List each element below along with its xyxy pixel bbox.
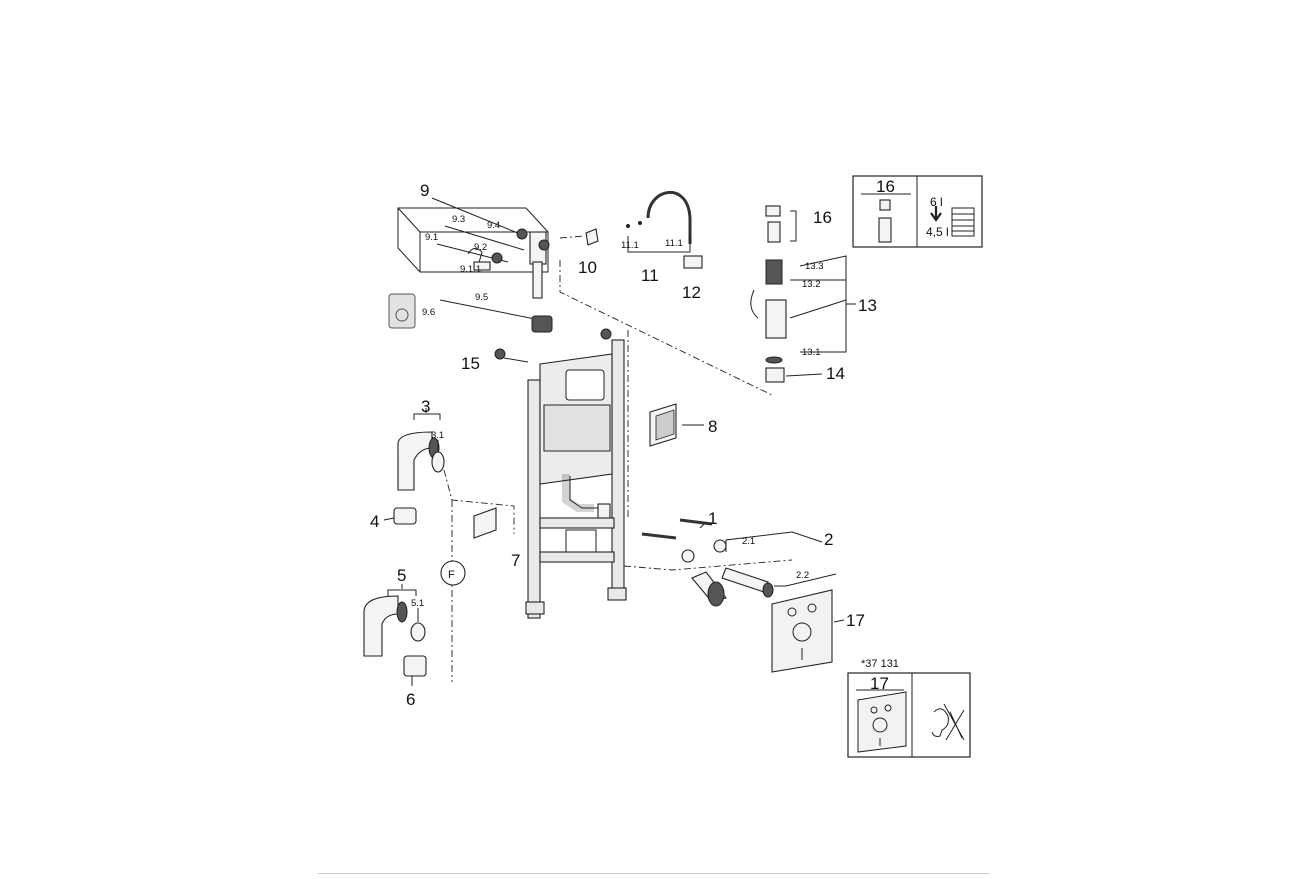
drain-connector-sleeve (473, 507, 497, 539)
inset-16-volume-full: 6 l (930, 195, 943, 209)
label-13: 13 (858, 296, 877, 315)
label-14: 14 (826, 364, 845, 383)
part-9-4-seal (516, 228, 528, 240)
label-5-1: 5.1 (411, 598, 424, 609)
label-9-3: 9.3 (452, 214, 465, 225)
part-13-3-spring (765, 259, 783, 285)
label-10: 10 (578, 258, 597, 277)
inset-16-title: 16 (876, 177, 895, 196)
part-5-1-seal (410, 622, 426, 642)
label-4: 4 (370, 512, 379, 531)
part-2-1-cap-b (713, 539, 727, 553)
label-12: 12 (682, 283, 701, 302)
part-9-5-cap (531, 315, 553, 333)
label-13-2: 13.2 (802, 279, 821, 290)
foot-right (607, 587, 627, 601)
arrow-down-icon (930, 206, 942, 222)
inset-17-title: 17 (870, 674, 889, 693)
flush-volume-inset (852, 175, 983, 248)
part-14-outlet (765, 367, 785, 383)
label-13-3: 13.3 (805, 261, 824, 272)
part-9-2-filter (491, 252, 503, 264)
part-1-bolt-upper (679, 518, 713, 526)
label-9: 9 (420, 181, 429, 200)
label-7: 7 (511, 551, 520, 570)
part-9-6-bag-contents (395, 308, 409, 322)
fill-valve-group (388, 197, 553, 333)
part-11-hose (646, 190, 692, 244)
wc-connection-group (623, 518, 845, 673)
label-3: 3 (421, 397, 430, 416)
installation-frame (494, 328, 629, 619)
frame-crossbar-bottom (539, 551, 615, 563)
part-8-actuator-frame (649, 403, 704, 447)
frame-left-post (527, 379, 541, 619)
part-9-1-1-plate (473, 261, 491, 271)
part-5-bend (363, 595, 399, 657)
label-15: 15 (461, 354, 480, 373)
label-2: 2 (824, 530, 833, 549)
label-13-1: 13.1 (802, 347, 821, 358)
drain-bend-90-group (363, 584, 427, 686)
inset-16-volume-eco: 4,5 l (926, 225, 949, 239)
part-2-2-pipe (721, 567, 769, 593)
label-9-5: 9.5 (475, 292, 488, 303)
frame-crossbar-top (539, 517, 615, 529)
label-9-1-1: 9.1.1 (460, 264, 481, 275)
label-9-1: 9.1 (425, 232, 438, 243)
part-15-anchor (494, 348, 506, 360)
flush-valve-group (559, 205, 856, 397)
label-11-1-b: 11.1 (665, 238, 683, 249)
drain-bend-group (383, 408, 515, 682)
part-9-1-clip (467, 248, 483, 267)
inset-17-code: *37 131 (861, 658, 899, 670)
sound-insulation-inset (847, 672, 971, 758)
part-2-2-seal (762, 582, 774, 598)
drain-bend-opening (565, 529, 597, 555)
label-5: 5 (397, 566, 406, 585)
part-12-connector (683, 255, 703, 269)
label-2-2: 2.2 (796, 570, 809, 581)
part-17-sound-insulation (771, 589, 833, 673)
part-13-2-mechanism (765, 299, 787, 339)
label-3-1: 3.1 (431, 430, 444, 441)
fixing-marker-f (440, 560, 466, 586)
part-16-body (767, 221, 781, 243)
ear-icon (931, 708, 949, 737)
label-16: 16 (813, 208, 832, 227)
label-17: 17 (846, 611, 865, 630)
label-8: 8 (708, 417, 717, 436)
part-4-cap (393, 507, 417, 525)
callout-labels: 9 9.3 9.4 9.1 9.2 9.1.1 9.5 9.6 10 11 11… (370, 177, 949, 709)
part-16-top (765, 205, 781, 217)
label-f: F (448, 569, 455, 581)
fill-valve-box-outline (397, 207, 549, 273)
fill-valve-float-tube (532, 261, 543, 299)
label-9-4: 9.4 (487, 220, 500, 231)
part-3-1-seal (431, 451, 445, 473)
label-9-6: 9.6 (422, 307, 435, 318)
cistern-lower-panel (543, 404, 611, 452)
label-11: 11 (641, 266, 659, 285)
part-6-connector (403, 655, 427, 677)
cistern-inspection-opening (565, 369, 605, 401)
label-9-2: 9.2 (474, 242, 487, 253)
part-13-1-seal (765, 356, 783, 364)
label-1: 1 (708, 509, 717, 528)
part-3-bend (397, 431, 433, 491)
valve-nut (538, 239, 550, 251)
hose-assembly (559, 190, 703, 269)
label-11-1-a: 11.1 (621, 240, 639, 251)
part-10-angle-valve (585, 228, 599, 246)
part-9-6-bag (388, 293, 416, 329)
label-6: 6 (406, 690, 415, 709)
part-1-bolt-lower (641, 532, 677, 540)
part-2-1-cap-a (681, 549, 695, 563)
label-2-1: 2.1 (742, 536, 755, 547)
foot-left (525, 601, 545, 615)
